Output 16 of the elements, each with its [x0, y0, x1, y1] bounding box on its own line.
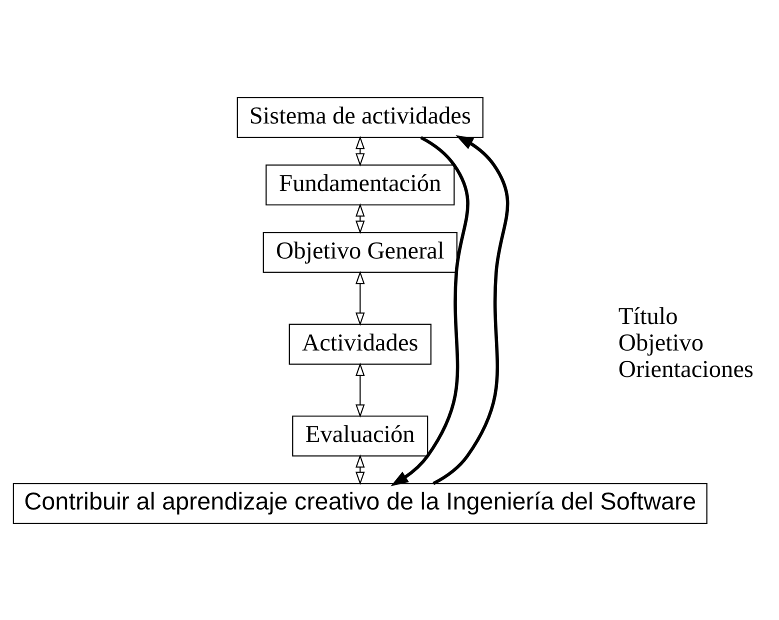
node-label: Orientaciones	[618, 355, 753, 382]
node-box: Fundamentación	[265, 164, 454, 205]
arrow	[355, 362, 364, 418]
node-label: Título	[618, 302, 678, 330]
arrow	[355, 270, 364, 326]
node-label: Objetivo	[618, 328, 704, 356]
arrow	[432, 134, 509, 485]
node-box: Sistema de actividades	[236, 96, 483, 138]
arrow	[390, 136, 469, 486]
arrow	[355, 454, 364, 484]
arrow	[355, 202, 364, 234]
node-box: Evaluación	[292, 415, 428, 456]
arrow	[355, 135, 364, 166]
node-box: Objetivo General	[262, 231, 457, 272]
node-box: Contribuir al aprendizaje creativo de la Ingeniería del Software	[12, 482, 707, 524]
node-box: Actividades	[288, 323, 431, 364]
